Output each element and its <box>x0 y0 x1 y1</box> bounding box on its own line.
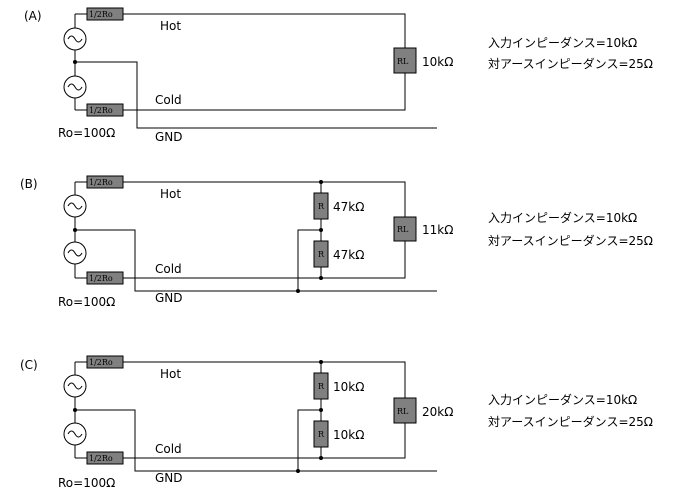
junction-dot <box>73 60 77 64</box>
gnd-label: GND <box>155 471 183 485</box>
input-impedance-text: 入力インピーダンス=10kΩ <box>488 35 637 50</box>
section-c: (C) R 10kΩ R 10kΩ 1/2Ro 1/2Ro RL 2 <box>20 355 653 490</box>
junction-dot <box>319 276 323 280</box>
load-resistor <box>393 397 417 424</box>
cold-label: Cold <box>155 93 182 107</box>
resistor-half-ro-top <box>86 7 124 21</box>
resistor-half-ro-bottom-label: 1/2Ro <box>89 106 113 115</box>
ac-source-icon <box>63 27 87 51</box>
ac-source-icon <box>63 241 87 265</box>
resistor-half-ro-top <box>86 175 124 189</box>
divider-resistor-bottom <box>313 420 329 448</box>
resistor-half-ro-top-label: 1/2Ro <box>89 178 113 187</box>
load-resistor-value: 11kΩ <box>422 223 453 237</box>
input-impedance-text: 入力インピーダンス=10kΩ <box>488 392 637 407</box>
divider-resistor-top <box>313 192 329 220</box>
load-resistor <box>393 216 417 242</box>
resistor-half-ro-top-label: 1/2Ro <box>89 358 113 367</box>
divider-resistor-bottom-label: R <box>318 250 325 259</box>
section-b: (B) R 47kΩ R 47kΩ 1/2Ro 1/2Ro RL <box>20 175 653 309</box>
divider-resistor-top-label: R <box>318 202 325 211</box>
hot-label: Hot <box>160 19 181 33</box>
ac-source-icon <box>63 75 87 99</box>
ac-source-icon <box>63 422 87 446</box>
ground-impedance-text: 対アースインピーダンス=25Ω <box>488 414 653 429</box>
junction-dot <box>319 180 323 184</box>
junction-dot <box>319 360 323 364</box>
divider-gnd-wire <box>297 409 321 471</box>
divider-resistor-top-value: 47kΩ <box>333 200 364 214</box>
ro-note: Ro=100Ω <box>58 476 115 490</box>
resistor-half-ro-top <box>86 355 124 369</box>
cold-label: Cold <box>155 442 182 456</box>
cold-wire <box>75 423 406 459</box>
hot-label: Hot <box>160 367 181 381</box>
junction-dot <box>319 408 323 412</box>
hot-wire <box>75 181 406 217</box>
ac-source-icon <box>63 194 87 218</box>
gnd-wire <box>75 229 437 292</box>
divider-resistor-bottom <box>313 240 329 268</box>
resistor-half-ro-top-label: 1/2Ro <box>89 10 113 19</box>
ac-source-icon <box>63 374 87 398</box>
ground-impedance-text: 対アースインピーダンス=25Ω <box>488 233 653 248</box>
section-label: (A) <box>24 9 42 23</box>
gnd-wire <box>75 61 437 129</box>
divider-resistor-bottom-value: 47kΩ <box>333 248 364 262</box>
gnd-wire <box>75 409 437 472</box>
resistor-half-ro-bottom-label: 1/2Ro <box>89 454 113 463</box>
ro-note: Ro=100Ω <box>58 295 115 309</box>
divider-resistor-bottom-value: 10kΩ <box>333 428 364 442</box>
divider-resistor-top-label: R <box>318 382 325 391</box>
junction-dot <box>296 289 300 293</box>
hot-wire <box>75 361 406 398</box>
cold-wire <box>75 73 406 111</box>
divider-resistor-top <box>313 372 329 400</box>
junction-dot <box>319 456 323 460</box>
section-a: (A) 1/2Ro 1/2Ro RL 10kΩ Hot Cold GND Ro=… <box>24 7 653 144</box>
junction-dot <box>73 408 77 412</box>
divider-gnd-wire <box>297 229 321 291</box>
load-resistor-value: 20kΩ <box>422 405 453 419</box>
junction-dot <box>319 228 323 232</box>
cold-wire <box>75 241 406 279</box>
resistor-half-ro-bottom <box>86 451 124 465</box>
gnd-label: GND <box>155 130 183 144</box>
junction-dot <box>73 228 77 232</box>
divider-resistor-bottom-label: R <box>318 430 325 439</box>
cold-label: Cold <box>155 262 182 276</box>
ro-note: Ro=100Ω <box>58 126 115 140</box>
divider-resistor-top-value: 10kΩ <box>333 380 364 394</box>
resistor-half-ro-bottom <box>86 271 124 285</box>
section-label: (C) <box>20 358 38 372</box>
hot-label: Hot <box>160 187 181 201</box>
junction-dot <box>296 469 300 473</box>
ground-impedance-text: 対アースインピーダンス=25Ω <box>488 56 653 71</box>
load-resistor-label: RL <box>397 407 409 416</box>
hot-wire <box>75 13 406 48</box>
resistor-half-ro-bottom-label: 1/2Ro <box>89 274 113 283</box>
input-impedance-text: 入力インピーダンス=10kΩ <box>488 210 637 225</box>
load-resistor-value: 10kΩ <box>422 55 453 69</box>
resistor-half-ro-bottom <box>86 103 124 117</box>
section-label: (B) <box>20 177 38 191</box>
load-resistor-label: RL <box>397 225 409 234</box>
load-resistor-label: RL <box>397 57 409 66</box>
load-resistor <box>393 47 417 74</box>
gnd-label: GND <box>155 291 183 305</box>
